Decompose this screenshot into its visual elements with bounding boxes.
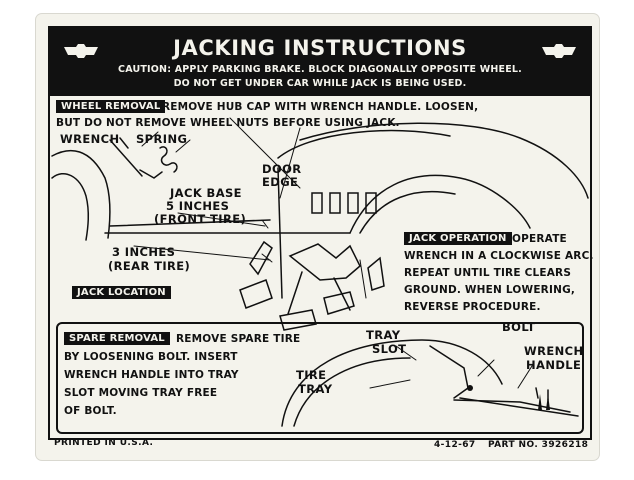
jack-operation-line-3: REPEAT UNTIL TIRE CLEARS [404, 267, 572, 279]
bowtie-logo-icon [64, 44, 98, 58]
spare-removal-line-4: SLOT MOVING TRAY FREE [64, 387, 218, 399]
print-date: 4-12-67 [434, 440, 476, 450]
printed-in-usa: PRINTED IN U.S.A. [54, 438, 154, 448]
spring-sketch [159, 146, 178, 173]
label-door-edge-2: EDGE [262, 175, 299, 189]
caution-line-2: DO NOT GET UNDER CAR WHILE JACK IS BEING… [173, 78, 467, 89]
wheel-removal-line-1: REMOVE HUB CAP WITH WRENCH HANDLE. LOOSE… [162, 101, 479, 113]
front-wheel-outline [51, 173, 90, 241]
part-number: PART NO. 3926218 [488, 440, 589, 450]
label-wrench-handle-2: HANDLE [526, 358, 582, 372]
jack-body [288, 243, 361, 281]
label-tray-slot-1: TRAY [366, 328, 401, 342]
label-tire-tray-1: TIRE [296, 368, 327, 382]
jack-operation-tag: JACK OPERATION [404, 232, 512, 245]
wrench-sketch [109, 137, 163, 179]
jacking-instructions-decal: JACKING INSTRUCTIONS CAUTION: APPLY PARK… [36, 14, 599, 460]
jack-location-tag: JACK LOCATION [72, 286, 171, 299]
label-three-inches-1: 3 INCHES [112, 245, 176, 259]
title-banner: JACKING INSTRUCTIONS CAUTION: APPLY PARK… [50, 28, 590, 96]
jack-operation-line-2: WRENCH IN A CLOCKWISE ARC. [404, 250, 594, 262]
tray-bracket [429, 345, 469, 399]
spare-removal-line-1: REMOVE SPARE TIRE [176, 333, 301, 345]
label-five-inches-1: 5 INCHES [166, 199, 230, 213]
spare-removal-tag: SPARE REMOVAL [64, 332, 170, 345]
label-jack-base: JACK BASE [170, 186, 242, 200]
label-tire-tray-2: TRAY [298, 382, 333, 396]
bolt-marker [467, 385, 473, 391]
wheel-removal-line-2: BUT DO NOT REMOVE WHEEL NUTS BEFORE USIN… [56, 117, 400, 129]
spare-removal-line-3: WRENCH HANDLE INTO TRAY [64, 369, 239, 381]
spare-removal-panel [56, 322, 584, 434]
jack-operation-line-1: OPERATE [512, 233, 567, 245]
rear-wheel-arch [349, 174, 531, 234]
label-tray-slot-2: SLOT [372, 342, 407, 356]
jack-operation-line-4: GROUND. WHEN LOWERING, [404, 284, 576, 296]
label-wrench: WRENCH [60, 132, 120, 146]
spare-removal-line-5: OF BOLT. [64, 405, 117, 417]
caution-line-1: CAUTION: APPLY PARKING BRAKE. BLOCK DIAG… [118, 64, 522, 75]
spare-removal-line-2: BY LOOSENING BOLT. INSERT [64, 351, 238, 363]
label-wrench-handle-1: WRENCH [524, 344, 584, 358]
bowtie-logo-icon [542, 44, 576, 58]
label-spring: SPRING [136, 132, 188, 146]
jack-operation-line-5: REVERSE PROCEDURE. [404, 301, 541, 313]
label-bolt: BOLT [502, 320, 536, 334]
rear-quarter-outline [299, 122, 589, 199]
spare-tire-arc [281, 339, 503, 427]
decal-frame: JACKING INSTRUCTIONS CAUTION: APPLY PARK… [48, 26, 594, 440]
front-fender-outline [51, 149, 111, 239]
page-title: JACKING INSTRUCTIONS [173, 36, 467, 60]
label-three-inches-2: (REAR TIRE) [108, 259, 191, 273]
label-door-edge-1: DOOR [262, 162, 302, 176]
label-five-inches-2: (FRONT TIRE) [154, 212, 247, 226]
wheel-removal-tag: WHEEL REMOVAL [56, 100, 166, 113]
car-jacking-illustration [51, 117, 589, 427]
